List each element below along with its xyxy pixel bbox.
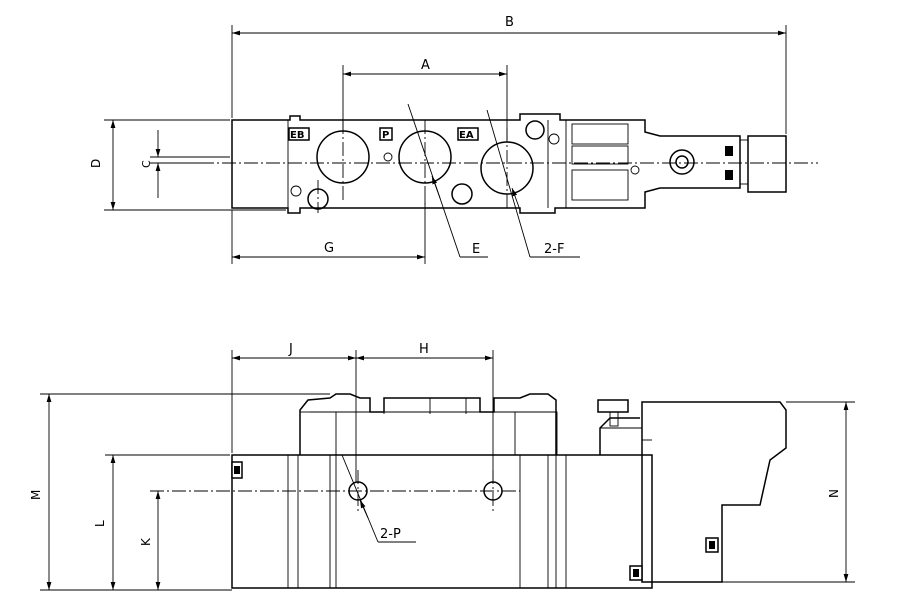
front-upper-block [299,393,557,455]
dim-j-label: J [288,342,293,357]
callout-f-label: 2-F [544,242,564,257]
solenoid-tab [609,411,619,427]
terminal-mark [725,170,733,180]
solenoid-side-mark-inner [709,541,715,549]
callout-p-arrow [359,499,369,519]
front-upper-side [514,411,558,456]
dim-b-label: B [505,15,514,30]
dim-n-label: N [827,489,841,498]
solenoid-housing [641,401,787,583]
front-upper-side [299,411,337,456]
terminal-mark [725,146,733,156]
connector-cap [747,135,787,193]
solenoid-tab [597,399,629,413]
solenoid-neck [599,417,640,455]
callout-p-label: 2-P [380,527,401,542]
pin-hole [548,133,560,145]
pin-hole [383,152,393,162]
solenoid-block [571,169,629,201]
port-mark-ea: EA [459,130,474,141]
solenoid-block [571,123,629,145]
solenoid-block [571,145,629,165]
callout-e-label: E [472,242,480,257]
top-body-outline [231,113,741,214]
dim-c-label: C [140,160,153,168]
port-mark-eb-box [288,127,310,141]
callout-f-arrow [511,187,521,211]
callout-p-leader [341,454,379,543]
indicator-dot [630,165,640,175]
dim-g-label: G [324,241,334,256]
mount-hole [525,120,545,140]
dim-d-label: D [89,159,103,168]
solenoid-bottom-mark-inner [633,569,639,577]
front-view: J H M L K N 2-P [29,342,855,591]
manual-override-inner [675,155,689,169]
top-view: EB P EA B A D C G [89,15,818,264]
front-body [231,454,653,589]
callout-e-arrow [431,175,441,199]
pin-hole [290,185,302,197]
dim-a-label: A [421,58,430,73]
port-mark-p: P [382,130,389,141]
dim-h-label: H [419,342,429,357]
port-mark-p-box [379,127,393,141]
port-mark-ea-box [457,127,479,141]
dim-k-label: K [139,537,153,546]
dim-m-label: M [29,490,43,500]
mount-hole [451,183,473,205]
dim-l-label: L [93,520,107,527]
front-left-port-mark [234,466,240,474]
callout-f-leader [486,109,531,258]
port-mark-eb: EB [290,130,304,141]
manual-override [669,149,695,175]
